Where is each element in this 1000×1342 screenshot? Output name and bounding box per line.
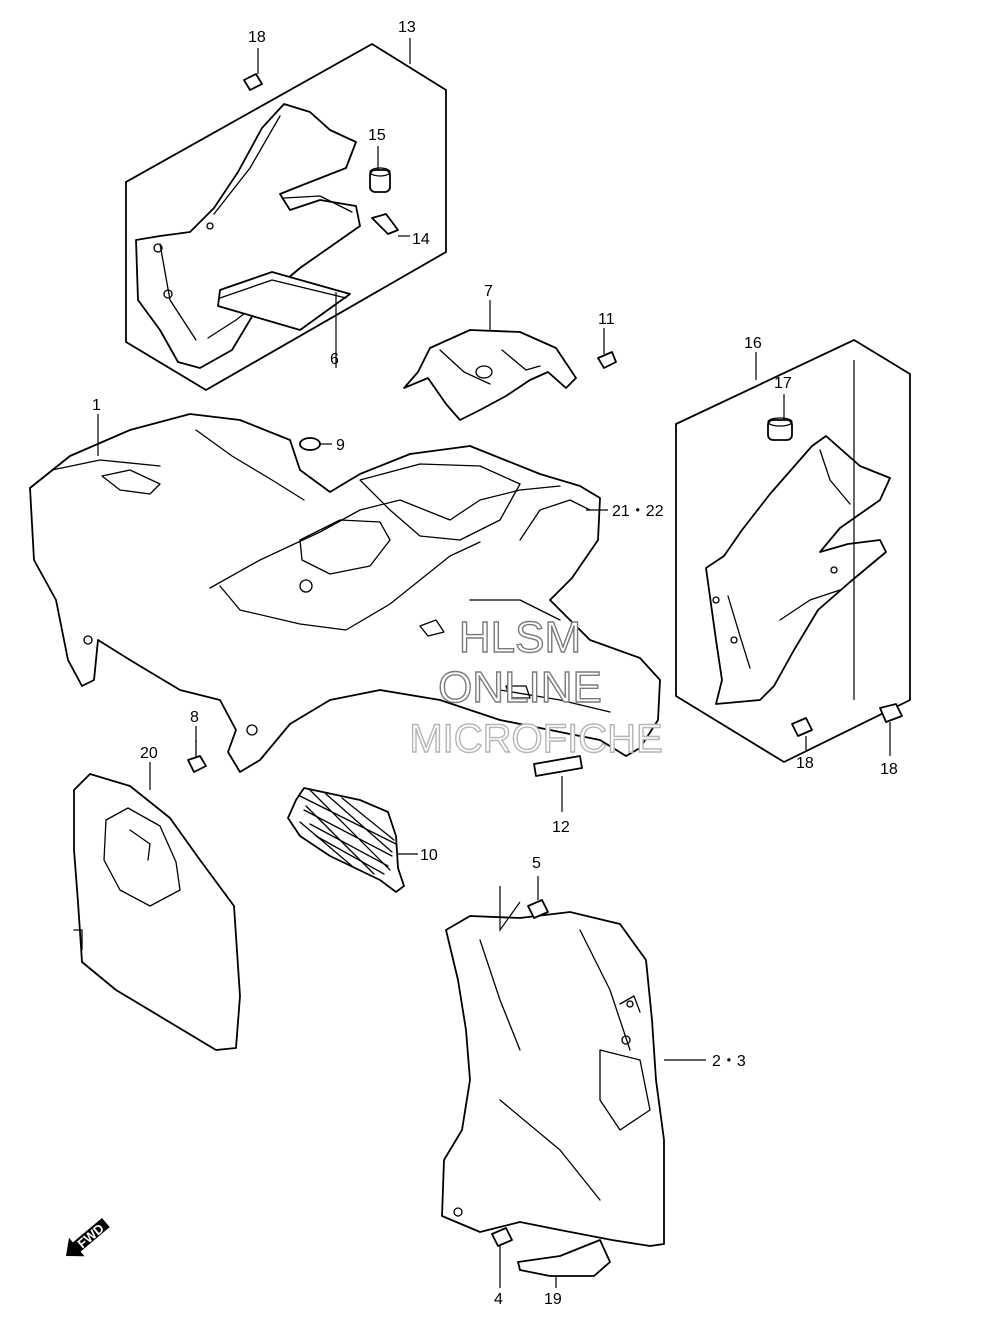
part-7-cover bbox=[403, 329, 577, 421]
part-16-side-panel bbox=[705, 435, 891, 705]
callout-18-top: 18 bbox=[248, 29, 266, 46]
callout-20: 20 bbox=[140, 745, 158, 762]
callout-14: 14 bbox=[412, 231, 430, 248]
part-15-bushing bbox=[369, 167, 391, 193]
callout-11: 11 bbox=[598, 311, 615, 328]
leader-lines bbox=[97, 38, 891, 1288]
callout-18-right-a: 18 bbox=[796, 755, 814, 772]
part-17-bushing bbox=[767, 417, 793, 441]
watermark-line-2: ONLINE bbox=[438, 663, 602, 712]
callout-1: 1 bbox=[92, 397, 101, 414]
forward-arrow-icon: FWD bbox=[66, 1217, 110, 1257]
callout-7: 7 bbox=[484, 283, 493, 300]
part-13-side-panel bbox=[135, 103, 361, 369]
callout-18-right-b: 18 bbox=[880, 761, 898, 778]
callout-19: 19 bbox=[544, 1291, 562, 1308]
callout-labels: 18 13 15 14 7 11 6 9 1 16 17 21・22 8 20 … bbox=[92, 19, 898, 1308]
part-10-grille bbox=[287, 787, 405, 893]
callout-5: 5 bbox=[532, 855, 541, 872]
callout-4: 4 bbox=[494, 1291, 503, 1308]
watermark-line-1: HLSM bbox=[459, 613, 581, 662]
part-1-front-fender bbox=[29, 413, 661, 773]
part-20-inner-panel bbox=[73, 773, 241, 1051]
part-2-3-lower-panel bbox=[441, 911, 665, 1247]
part-9-grommet bbox=[299, 437, 321, 451]
part-8-fastener bbox=[187, 739, 207, 773]
watermark-line-3: MICROFICHE bbox=[409, 717, 662, 761]
group-box-16 bbox=[675, 338, 911, 764]
part-12-strip bbox=[533, 755, 583, 777]
part-4-fastener bbox=[491, 1227, 513, 1247]
group-box-13 bbox=[125, 42, 447, 392]
part-14-pad bbox=[371, 213, 399, 235]
callout-9: 9 bbox=[336, 437, 345, 454]
part-18-fastener-c bbox=[243, 73, 263, 91]
part-18-fastener-a bbox=[791, 717, 813, 737]
callout-8: 8 bbox=[190, 709, 199, 726]
part-19-strip bbox=[517, 1239, 611, 1277]
part-11-fastener bbox=[597, 351, 617, 369]
callout-10: 10 bbox=[420, 847, 438, 864]
callout-2-3: 2・3 bbox=[712, 1053, 746, 1070]
callout-15: 15 bbox=[368, 127, 386, 144]
callout-21-22: 21・22 bbox=[612, 503, 664, 520]
part-6-pad bbox=[217, 271, 351, 331]
callout-17: 17 bbox=[774, 375, 792, 392]
watermark: HLSM ONLINE MICROFICHE bbox=[409, 612, 664, 761]
part-18-fastener-b bbox=[879, 703, 903, 723]
part-5-fastener bbox=[527, 899, 549, 919]
callout-16: 16 bbox=[744, 335, 762, 352]
callout-6: 6 bbox=[330, 351, 339, 368]
callout-13: 13 bbox=[398, 19, 416, 36]
callout-12: 12 bbox=[552, 819, 570, 836]
